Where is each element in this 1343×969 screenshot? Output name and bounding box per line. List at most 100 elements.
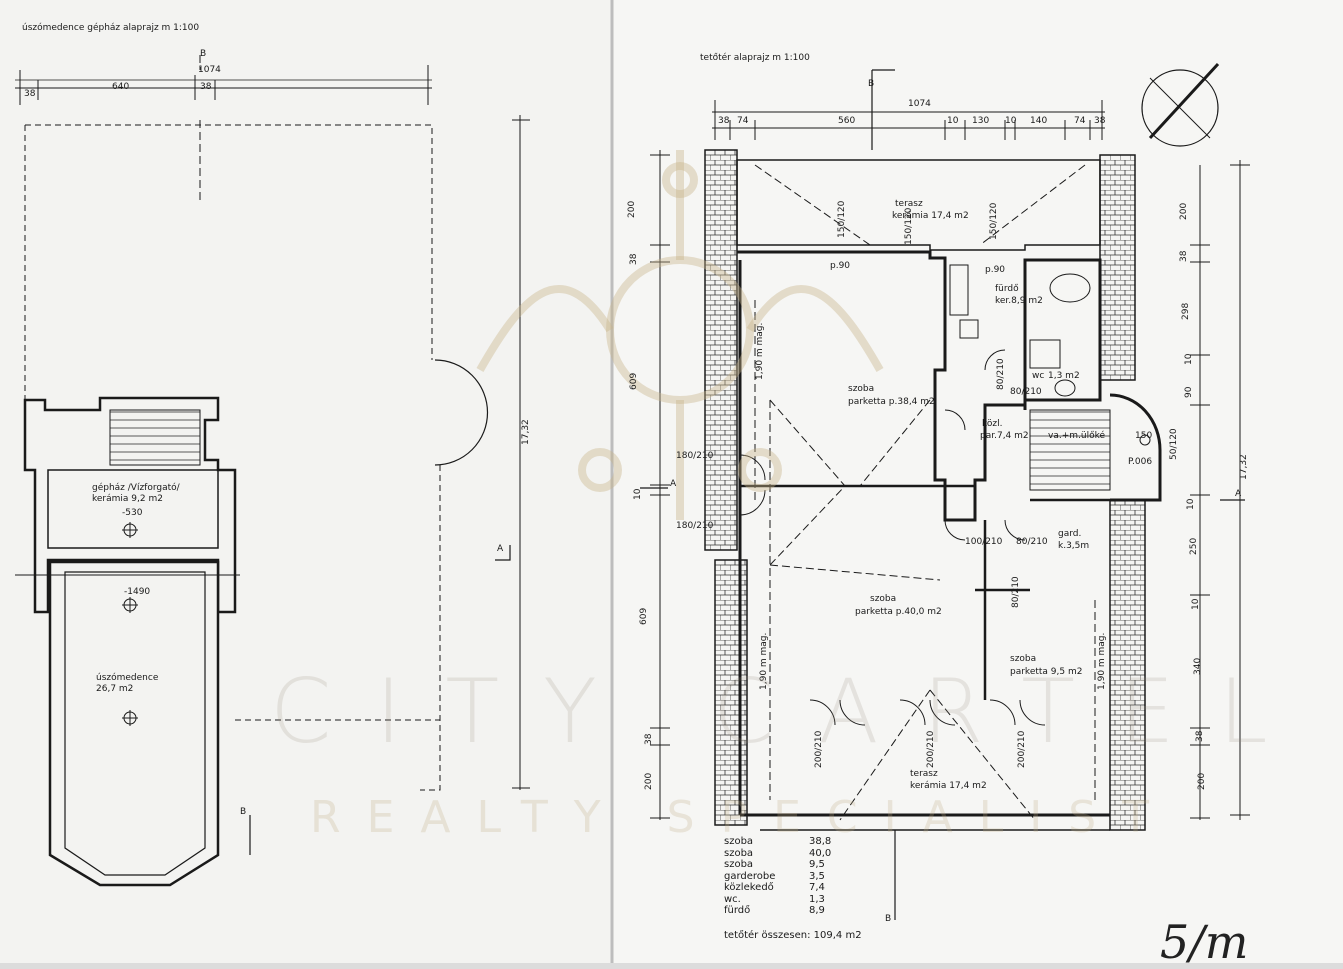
right-dim-130: 130 [972,116,990,126]
right-dim-90: 90 [1184,386,1194,398]
area-name: garderobe [724,870,776,882]
opening-150-120-b: 150/120 [904,207,914,245]
area-value: 38,8 [809,836,832,847]
opening-p90-b: p.90 [985,265,1006,275]
left-dim-200-top: 200 [627,200,637,218]
left-plan [15,55,530,887]
area-value: 3,5 [809,870,825,882]
area-row: közlekedő 7,4 [724,882,849,894]
left-dim-38a: 38 [24,89,36,99]
room-corridor-name: közl. [982,419,1003,429]
left-dim-38b: 38 [200,82,212,92]
area-row: szoba 38,8 [724,836,849,848]
handwritten-note: 5/m [1160,915,1249,969]
room-bedroom1-finish: parketta p.38,4 m2 [848,397,935,407]
right-dim-200-top: 200 [1179,202,1189,220]
right-dim-74b: 74 [1074,116,1086,126]
room-bedroom1-name: szoba [848,384,875,394]
left-section-b-bottom: B [240,807,247,817]
right-dim-250: 250 [1189,537,1199,555]
opening-80-210-c: 80/210 [1016,537,1048,547]
right-dim-200-bottom: 200 [1197,772,1207,790]
opening-80-210-a: 80/210 [996,358,1006,390]
right-dim-560: 560 [838,116,856,126]
room-top-terrace-finish: kerámia 17,4 m2 [892,211,969,221]
area-row: szoba 9,5 [724,859,849,871]
right-section-b-top: B [868,79,875,89]
area-value: 40,0 [809,847,832,859]
right-dim-298: 298 [1181,302,1191,320]
room-bottom-terrace-name: terasz [910,769,938,779]
left-dim-vertical-total: 17,32 [521,419,531,445]
right-dim-vertical-total: 17,32 [1239,454,1249,480]
area-value: 8,9 [809,905,825,916]
right-section-b-bottom: B [885,914,892,924]
right-dim-10b: 10 [1005,116,1017,126]
room-wardrobe-name: gard. [1058,529,1082,539]
area-value: 1,3 [809,893,825,905]
opening-80-210-b: 80/210 [1010,387,1042,397]
area-name: szoba [724,836,754,847]
opening-80-210-d: 80/210 [1011,576,1021,608]
area-name: szoba [724,847,754,859]
right-section-a-right: A [1235,489,1242,499]
room-bath-finish: ker.8,9 m2 [995,296,1043,306]
room-corridor-finish: par.7,4 m2 [980,431,1029,441]
left-section-b-top: B [200,49,207,59]
level-mark: P.006 [1128,457,1153,467]
area-total: tetőtér összesen: 109,4 m2 [724,930,862,941]
room-top-terrace-name: terasz [895,199,923,209]
opening-p90-a: p.90 [830,261,851,271]
right-dim-10a: 10 [947,116,959,126]
room-bedroom2-name: szoba [870,594,897,604]
area-name: wc. [724,893,741,905]
left-dim-640: 640 [112,82,130,92]
room-bath-name: fürdő [995,284,1019,294]
left-section-a: A [497,544,504,554]
right-section-a-left: A [670,479,677,489]
room-wc-name: wc [1032,371,1045,381]
room-stair-name: va.+m.ülőké [1048,431,1106,441]
right-dim-10a: 10 [1184,353,1194,365]
opening-150-120-c: 150/120 [989,202,999,240]
left-dim-609-bottom: 609 [639,607,649,625]
right-dim-10c: 10 [1191,598,1201,610]
room-bedroom3-name: szoba [1010,654,1037,664]
area-value: 7,4 [809,882,825,893]
north-arrow [1141,69,1219,147]
watermark-logo [476,150,884,520]
area-table: szoba 38,8 szoba 40,0 szoba 9,5 garderobe 3,… [724,836,849,917]
machine-room-label: gépház /Vízforgató/ kerámia 9,2 m2 [92,483,180,504]
area-row: szoba 40,0 [724,848,849,860]
left-dim-200-bottom: 200 [644,772,654,790]
area-name: szoba [724,859,754,870]
right-dim-74a: 74 [737,116,749,126]
watermark-text: CITY CARTEL [270,660,1312,763]
area-row: fürdő 8,9 [724,905,849,917]
room-wc-finish: 1,3 m2 [1048,371,1080,381]
opening-180-210-b: 180/210 [676,521,714,531]
right-dim-10b: 10 [1186,498,1196,510]
opening-150-120-a: 150/120 [837,200,847,238]
left-dim-609-top: 609 [629,372,639,390]
right-plan-title: tetőtér alaprajz m 1:100 [700,53,810,63]
room-bedroom3-finish: parketta 9,5 m2 [1010,667,1083,677]
left-dim-total: 1074 [198,65,221,75]
opening-50-120: 50/120 [1169,428,1179,460]
area-name: fürdő [724,905,751,916]
right-dim-38-top: 38 [1179,250,1189,262]
area-row: wc. 1,3 [724,894,849,906]
right-dim-total: 1074 [908,99,931,109]
area-name: közlekedő [724,882,774,893]
left-plan-title: úszómedence gépház alaprajz m 1:100 [22,23,200,33]
machine-room-level: -530 [122,508,143,518]
area-value: 9,5 [809,859,825,870]
opening-180-210-a: 180/210 [676,451,714,461]
right-dim-140: 140 [1030,116,1048,126]
right-dim-38b: 38 [1094,116,1106,126]
right-dim-38a: 38 [718,116,730,126]
room-bottom-terrace-finish: kerámia 17,4 m2 [910,781,987,791]
left-dim-10: 10 [633,488,643,500]
opening-150: 150 [1135,431,1153,441]
